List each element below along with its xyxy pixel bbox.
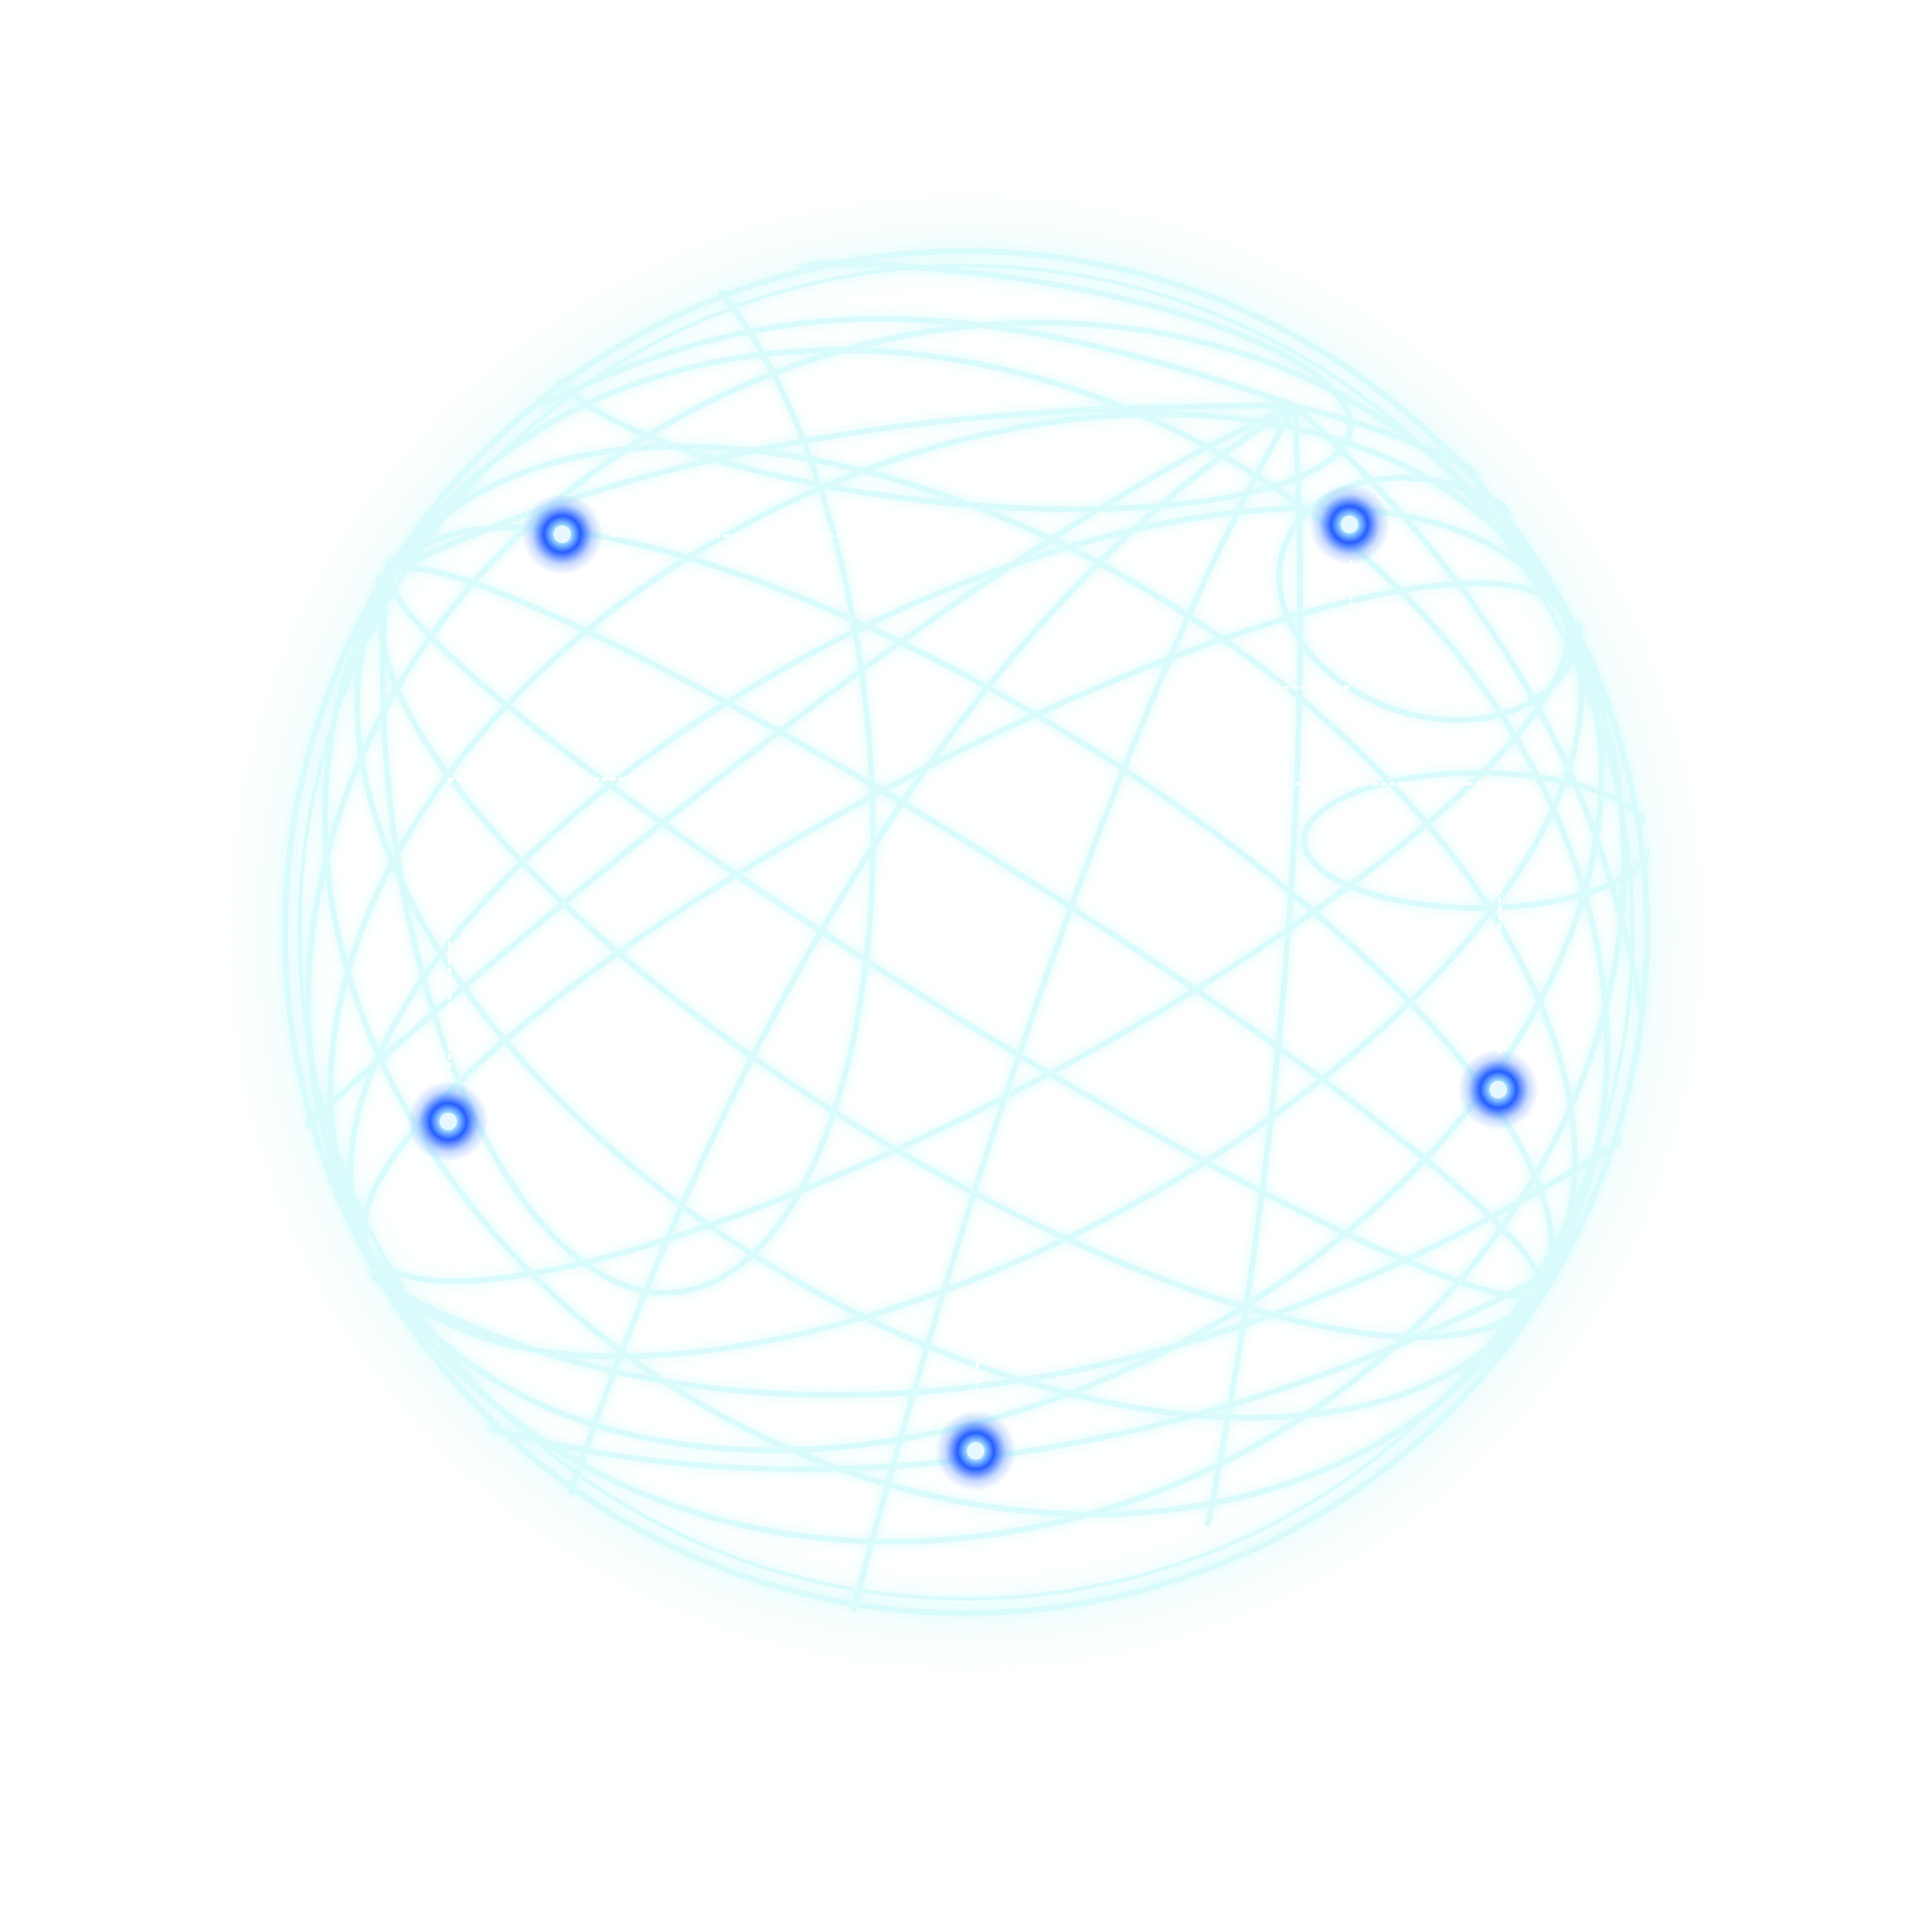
node-bottom bbox=[935, 1410, 1016, 1492]
connector-left-vertical bbox=[448, 778, 451, 1077]
node-top-left bbox=[522, 494, 603, 575]
connector-left-horizontal bbox=[448, 778, 641, 781]
node-left bbox=[408, 1081, 489, 1162]
connector-top-left bbox=[611, 534, 929, 537]
connector-right-horizontal bbox=[1294, 782, 1498, 785]
node-right bbox=[1458, 1049, 1539, 1130]
connector-top-right-horizontal bbox=[1198, 686, 1350, 689]
connector-bottom bbox=[976, 1304, 979, 1410]
connector-right-vertical bbox=[1498, 782, 1501, 1053]
connector-top-right-vertical bbox=[1350, 560, 1352, 686]
node-top-right bbox=[1309, 484, 1390, 565]
